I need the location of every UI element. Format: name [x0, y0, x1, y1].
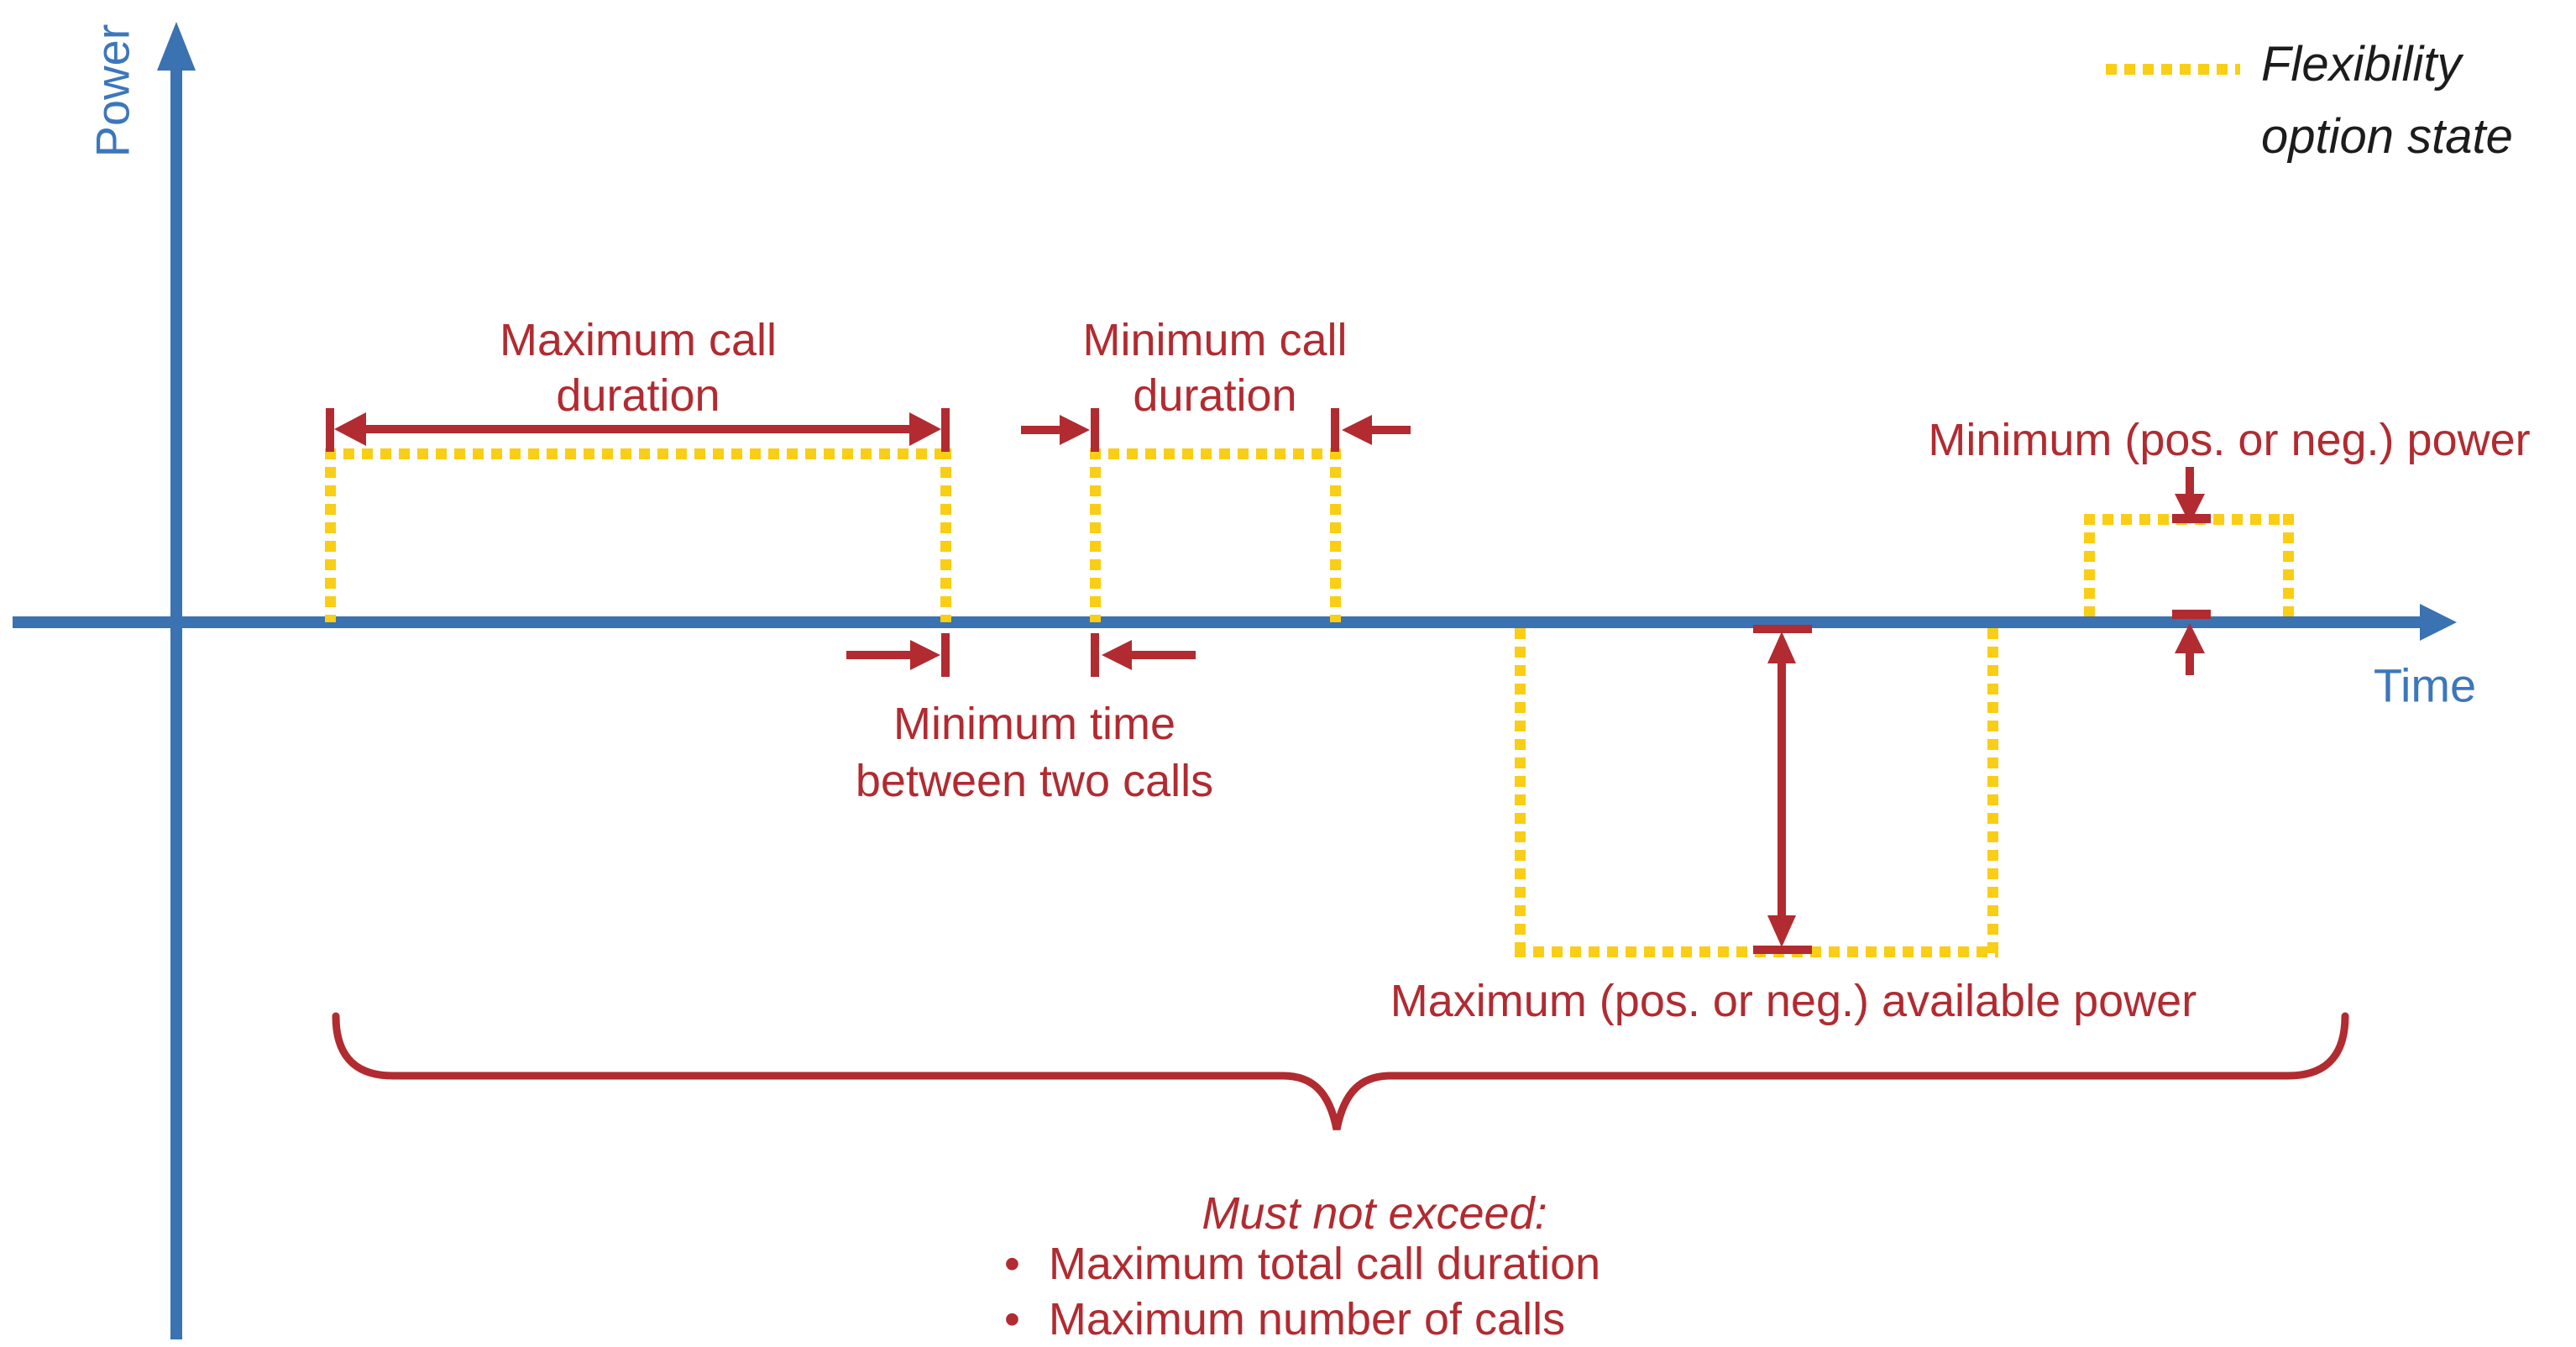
bullet-dot-icon: •	[1004, 1239, 1020, 1289]
min-power-up-arrowhead-icon	[2175, 623, 2205, 653]
max-power-down-arrowhead-icon	[1767, 915, 1796, 947]
state-rect1-left-edge	[325, 448, 336, 622]
min-call-duration-label: Minimum call duration	[1082, 312, 1347, 423]
max-power-top-bar	[1753, 625, 1812, 633]
max-call-duration-left-tick	[326, 408, 334, 452]
bullet-item: • Maximum number of calls	[1004, 1292, 1600, 1347]
min-time-arrowhead-left-icon	[910, 640, 940, 670]
max-call-duration-line1: Maximum call	[499, 315, 778, 365]
min-time-right-tick	[1091, 633, 1099, 677]
x-axis-arrowhead-icon	[2420, 604, 2457, 641]
max-call-duration-arrowhead-left-icon	[334, 412, 366, 446]
min-time-between-label: Minimum time between two calls	[856, 695, 1213, 810]
state-rect2-right-edge	[1330, 448, 1341, 622]
min-power-bottom-bar	[2172, 610, 2211, 619]
min-call-duration-right-tick	[1331, 408, 1339, 452]
must-not-exceed-title: Must not exceed:	[1202, 1188, 1547, 1239]
min-time-arrow-right-shaft	[1130, 651, 1196, 659]
min-call-duration-arrow-left-shaft	[1021, 426, 1061, 434]
min-power-up-arrow-shaft	[2186, 652, 2194, 675]
max-available-power-label: Maximum (pos. or neg.) available power	[1390, 976, 2197, 1026]
state-rect2-top-edge	[1090, 448, 1341, 459]
state-rect4-left-edge	[2084, 514, 2095, 616]
max-call-duration-label: Maximum call duration	[500, 312, 777, 423]
min-power-down-arrow-shaft	[2186, 467, 2194, 497]
min-time-arrow-left-shaft	[846, 651, 912, 659]
min-time-line1: Minimum time	[893, 699, 1176, 749]
state-rect2-left-edge	[1090, 448, 1101, 622]
min-call-duration-left-tick	[1091, 408, 1099, 452]
min-call-duration-arrowhead-left-icon	[1060, 415, 1090, 445]
bullet-item: • Maximum total call duration	[1004, 1236, 1600, 1292]
max-call-duration-line2: duration	[556, 370, 720, 421]
min-time-arrowhead-right-icon	[1102, 640, 1132, 670]
state-rect4-right-edge	[2283, 514, 2294, 616]
max-call-duration-arrow-shaft	[361, 425, 915, 433]
legend-label-line1: Flexibility	[2261, 37, 2462, 92]
legend-label-line2: option state	[2261, 109, 2513, 164]
x-axis-label: Time	[2373, 658, 2477, 712]
legend-label: Flexibility option state	[2261, 29, 2513, 173]
min-power-top-bar	[2172, 514, 2211, 523]
min-call-duration-line2: duration	[1133, 370, 1297, 421]
max-power-bottom-bar	[1753, 946, 1812, 954]
y-axis-line	[170, 67, 182, 1339]
state-rect3-left-edge	[1515, 628, 1526, 957]
min-call-duration-arrow-right-shaft	[1370, 426, 1411, 434]
legend-swatch-dotted-line-icon	[2106, 64, 2240, 75]
bullet-label: Maximum total call duration	[1048, 1239, 1601, 1289]
max-call-duration-arrowhead-right-icon	[909, 412, 941, 446]
y-axis-arrowhead-icon	[157, 22, 196, 71]
max-power-up-arrowhead-icon	[1767, 632, 1796, 663]
min-call-duration-arrowhead-right-icon	[1342, 415, 1372, 445]
must-not-exceed-bullets: • Maximum total call duration • Maximum …	[1004, 1236, 1600, 1347]
bullet-dot-icon: •	[1004, 1294, 1020, 1344]
state-rect1-right-edge	[940, 448, 951, 622]
min-call-duration-line1: Minimum call	[1082, 315, 1348, 365]
x-axis-line	[13, 616, 2422, 628]
max-call-duration-right-tick	[941, 408, 950, 452]
max-power-arrow-shaft	[1778, 660, 1786, 919]
state-rect1-top-edge	[325, 448, 951, 459]
bullet-label: Maximum number of calls	[1048, 1294, 1566, 1344]
min-time-left-tick	[941, 633, 950, 677]
min-time-line2: between two calls	[855, 756, 1214, 806]
min-power-label: Minimum (pos. or neg.) power	[1928, 415, 2531, 465]
state-rect3-right-edge	[1987, 628, 1998, 957]
